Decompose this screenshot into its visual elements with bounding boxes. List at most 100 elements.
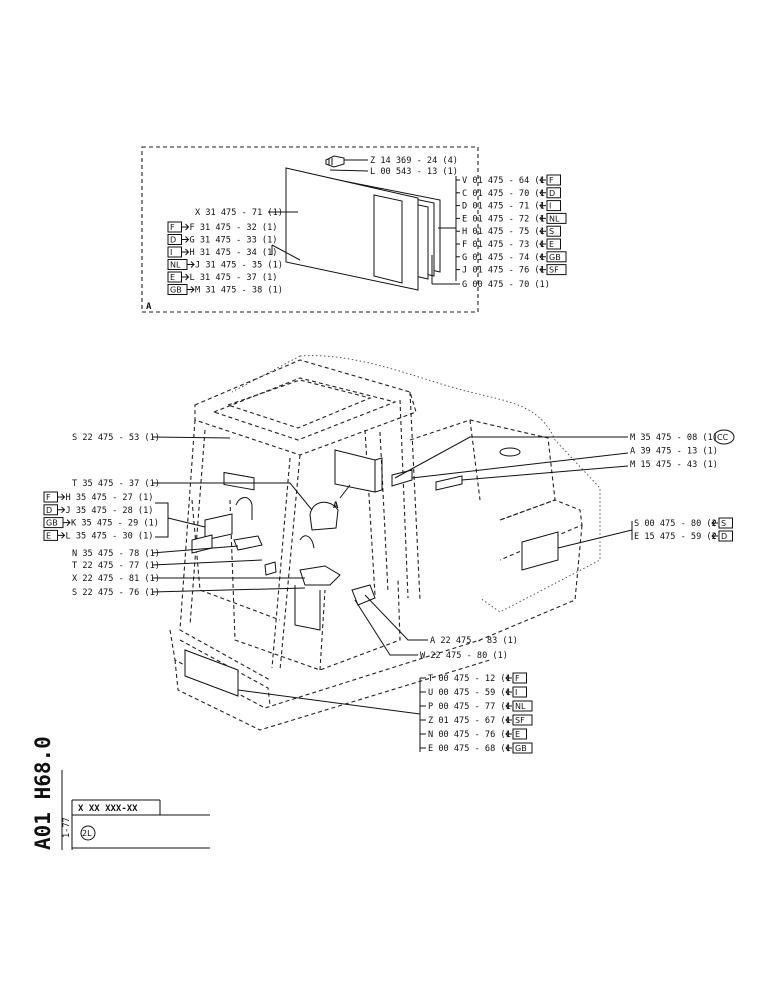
cab-bottom-part-5: E 00 475 - 68 (1) (428, 744, 516, 754)
cab-left-top-list: S 22 475 - 53 (1) T 35 475 - 37 (1) (72, 433, 160, 489)
cab-left-flag-code-2-arrow (63, 519, 71, 526)
title-block: A01 H68.0 1-77 X XX XXX-XX 2L (31, 736, 210, 850)
cab-right-mid-code-0: S (721, 519, 726, 528)
detail-left-code-1: D (170, 236, 176, 245)
detail-right-code-0-box (546, 174, 561, 186)
cab-right-top-code-ring-0 (713, 429, 735, 445)
callout-z14369: Z 14 369 - 24 (4) (370, 156, 458, 166)
detail-right-part-4: H 01 475 - 75 (1) (462, 227, 550, 237)
cab-right-mid-code-1-box (718, 530, 733, 542)
detail-left-code-4: E (170, 273, 175, 282)
detail-left-part-1: G 31 475 - 33 (1) (190, 236, 278, 246)
callout-g00475: G 00 475 - 70 (1) (462, 280, 550, 290)
cab-right-top-part-0: M 35 475 - 08 (1) (630, 433, 718, 443)
detail-right-code-2-arrow (539, 202, 546, 209)
cab-left-flag-code-3: E (46, 531, 51, 540)
cab-bottom-code-0-arrow (505, 674, 512, 682)
detail-right-code-2-box (546, 200, 561, 212)
detail-right-list: V 01 475 - 64 (1)FC 01 475 - 70 (1)DD 01… (456, 174, 567, 276)
cab-left-bottom-1: T 22 475 - 77 (1) (72, 561, 160, 571)
cab-right-mid-code-0-box (718, 517, 733, 529)
detail-right-part-1: C 01 475 - 70 (1) (462, 189, 550, 199)
cab-left-flag-part-2: K 35 475 - 29 (1) (71, 519, 159, 529)
cab-bottom-code-2-box (512, 700, 533, 712)
detail-right-code-7-box (546, 264, 567, 276)
detail-left-part-0: F 31 475 - 32 (1) (190, 223, 278, 233)
cab-right-mid-code-1-arrow (711, 532, 718, 540)
detail-left-code-2: I (170, 248, 172, 257)
cab-drawing: A (151, 355, 633, 752)
cab-left-bottom-list: N 35 475 - 78 (1) T 22 475 - 77 (1) X 22 4… (72, 549, 160, 598)
detail-right-code-5-box (546, 238, 561, 250)
detail-left-part-3: J 31 475 - 35 (1) (195, 261, 283, 271)
cab-left-bottom-2: X 22 475 - 81 (1) (72, 574, 160, 584)
detail-right-part-2: D 01 475 - 71 (1) (462, 202, 550, 212)
detail-left-code-4-arrow (181, 273, 190, 281)
cab-right-top-part-1: A 39 475 - 13 (1) (630, 447, 718, 457)
cab-bottom-part-2: P 00 475 - 77 (1) (428, 702, 516, 712)
cab-roof (194, 359, 417, 456)
cab-right-mid-code-1: D (721, 532, 727, 541)
cab-right-top-code-0: CC (717, 433, 729, 442)
part-number: X XX XXX-XX (78, 804, 138, 814)
cab-bottom-list: T 00 475 - 12 (1)FU 00 475 - 59 (1)IP 00… (420, 672, 533, 754)
cab-left-flag-part-0: H 35 475 - 27 (1) (66, 493, 154, 503)
detail-right-part-5: F 01 475 - 73 (1) (462, 240, 550, 250)
detail-right-code-3: NL (549, 214, 560, 223)
detail-right-code-6: GB (549, 253, 561, 262)
detail-right-code-3-box (546, 212, 567, 224)
cab-bottom-code-2-arrow (505, 702, 512, 710)
cab-left-flag-part-1: J 35 475 - 28 (1) (66, 506, 154, 516)
detail-right-code-5: E (549, 240, 554, 249)
detail-right-code-7-arrow (539, 266, 546, 273)
cab-left-bottom-3: S 22 475 - 76 (1) (72, 588, 160, 598)
drawing-number: A01 H68.0 (31, 736, 55, 850)
drawing-date: 1-77 (62, 817, 72, 838)
detail-right-code-2: I (549, 202, 551, 211)
cab-left-flag-code-1-arrow (57, 506, 66, 514)
detail-left-code-3-arrow (187, 261, 195, 268)
detail-right-part-0: V 01 475 - 64 (1) (462, 176, 550, 186)
cab-bottom-part-0: T 00 475 - 12 (1) (428, 674, 516, 684)
detail-right-code-1-box (546, 187, 561, 199)
decal-side (521, 531, 559, 571)
detail-left-code-0: F (170, 223, 175, 232)
cab-bottom-code-0-box (512, 672, 527, 684)
detail-right-code-6-box (546, 251, 567, 263)
cab-right-top-part-2: M 15 475 - 43 (1) (630, 460, 718, 470)
detail-right-part-3: E 01 475 - 72 (1) (462, 214, 550, 224)
cab-left-bottom-0: N 35 475 - 78 (1) (72, 549, 160, 559)
detail-right-part-6: G 01 475 - 74 (1) (462, 253, 550, 263)
cab-right-top-list: M 35 475 - 08 (1)CC A 39 475 - 13 (1) M 15… (630, 429, 735, 470)
cab-right-mid-part-0: S 00 475 - 80 (2) (634, 519, 722, 529)
cab-right-mid-code-0-arrow (711, 519, 718, 527)
cab-bottom-code-3-arrow (505, 716, 512, 724)
detail-right-code-0-arrow (539, 176, 546, 184)
detail-left-code-5: GB (170, 286, 182, 295)
cab-bottom-code-5-arrow (505, 744, 512, 752)
cab-left-flag-code-2: GB (46, 519, 58, 528)
detail-left-code-5-arrow (187, 286, 195, 293)
sign-panels (285, 155, 441, 291)
detail-left-code-1-arrow (181, 236, 190, 243)
cab-bottom-code-1: I (515, 688, 517, 697)
detail-right-code-4-arrow (539, 227, 546, 235)
cab-callout-s22475-53: S 22 475 - 53 (1) (72, 433, 160, 443)
sign-panel-a (334, 449, 376, 493)
note-text: 2L (82, 829, 92, 838)
cab-bottom-code-1-box (512, 686, 527, 698)
detail-right-code-5-arrow (539, 240, 546, 248)
cab-callout-a22475-83: A 22 475 - 83 (1) (430, 636, 518, 646)
detail-right-code-0: F (549, 176, 554, 185)
cab-left-flag-code-0-arrow (57, 493, 66, 501)
detail-left-code-0-arrow (181, 223, 190, 231)
cab-center-bottom-list: A 22 475 - 83 (1) W 22 475 - 80 (1) (420, 636, 518, 661)
decal-roof (223, 471, 255, 491)
decal-front (184, 649, 239, 697)
cab-callout-t35475-37: T 35 475 - 37 (1) (72, 479, 160, 489)
cab-callout-w22475-80: W 22 475 - 80 (1) (420, 651, 508, 661)
cab-left-flag-code-1: D (46, 506, 52, 515)
